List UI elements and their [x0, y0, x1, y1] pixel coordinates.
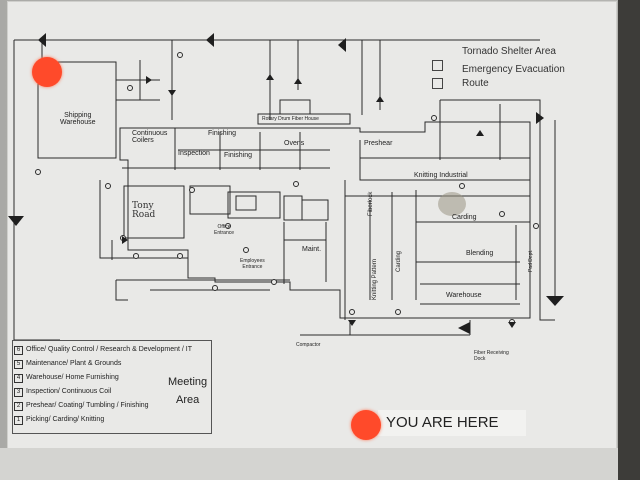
- main-building-outline: [119, 121, 531, 319]
- blending-label: Blending: [466, 250, 494, 257]
- continuous-coilers-label: Continuous Coilers: [132, 130, 168, 144]
- meeting-title-1: Meeting: [168, 376, 208, 388]
- office-entrance-label: Office Entrance: [214, 224, 235, 236]
- compactor-label: Compactor: [296, 342, 321, 348]
- fiberlock-label: Fiberlock: [368, 191, 374, 216]
- handwritten-note: Tony Road: [132, 201, 156, 220]
- meeting-area-legend: [12, 340, 212, 434]
- stain-mark: [438, 192, 466, 216]
- knitting-industrial-label: Knitting Industrial: [414, 172, 468, 179]
- pad-dept-label: Pad Dept.: [528, 249, 534, 272]
- lower-sheet: [0, 448, 640, 480]
- maint-label: Maint.: [302, 246, 322, 253]
- you-are-here-marker-key: [351, 410, 381, 440]
- shipping-extensions: [116, 60, 160, 101]
- fiber-receiving-label: Fiber Receiving Dock: [474, 350, 509, 362]
- tornado-key-box: [432, 60, 443, 71]
- door-frame: [618, 0, 640, 480]
- tony-road-room: [123, 185, 185, 239]
- warehouse-label: Warehouse: [446, 292, 482, 299]
- finishing-label-1: Finishing: [208, 130, 237, 137]
- you-are-here-label: YOU ARE HERE: [378, 410, 526, 436]
- route-arrows: [8, 33, 564, 334]
- meeting-title-2: Area: [176, 394, 200, 406]
- route-bottom: [300, 320, 471, 336]
- route-right: [539, 110, 556, 321]
- shipping-wall: [37, 61, 117, 159]
- main-rows: [122, 149, 330, 169]
- you-are-here-marker-map: [32, 57, 62, 87]
- main-internal-walls: [174, 128, 301, 170]
- finishing-label-2: Finishing: [224, 152, 253, 159]
- rotary-top: [279, 99, 311, 115]
- floor-plan-sheet: [8, 2, 616, 460]
- evac-key-label: Emergency Evacuation: [462, 64, 565, 75]
- inspection-label: Inspection: [178, 150, 210, 157]
- preshear-label: Preshear: [364, 140, 393, 147]
- evac-key-box: [432, 78, 443, 89]
- carding-label: Carding: [452, 214, 477, 221]
- tornado-key-label: Tornado Shelter Area: [462, 46, 556, 57]
- ovens-label: Ovens: [284, 140, 305, 147]
- employees-entrance-label: Employees Entrance: [240, 258, 265, 270]
- route-key-label: Route: [462, 78, 489, 89]
- shipping-label: Shipping Warehouse: [60, 112, 96, 126]
- route-drops: [41, 40, 381, 120]
- rotary-drum-label: Rotary Drum Fiber House: [262, 116, 319, 122]
- knitting-pattern-label: Knitting Pattern: [372, 258, 378, 300]
- carding-vertical-label: Carding: [396, 250, 402, 272]
